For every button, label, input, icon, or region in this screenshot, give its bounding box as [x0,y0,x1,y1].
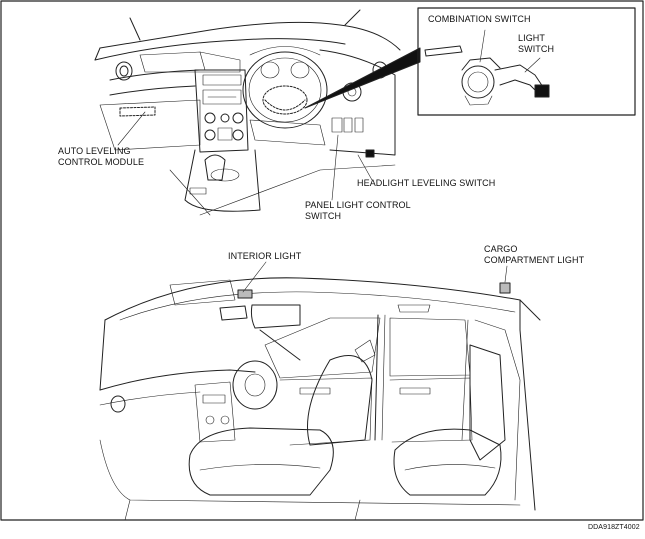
figure-code: DDA918ZT4002 [588,524,640,531]
label-interior-light: INTERIOR LIGHT [228,251,302,261]
dashboard-illustration [94,9,421,216]
label-combination-switch: COMBINATION SWITCH [428,14,531,24]
label-cargo-compartment-light: CARGO COMPARTMENT LIGHT [484,244,585,265]
label-panel-light-control-switch: PANEL LIGHT CONTROL SWITCH [305,200,411,221]
figure-border [0,0,644,521]
label-auto-leveling-control-module: AUTO LEVELING CONTROL MODULE [58,146,145,167]
label-light-switch: LIGHT SWITCH [518,33,555,54]
combination-switch-inset [417,7,636,116]
cabin-illustration [99,261,541,521]
label-headlight-leveling-switch: HEADLIGHT LEVELING SWITCH [357,178,496,188]
